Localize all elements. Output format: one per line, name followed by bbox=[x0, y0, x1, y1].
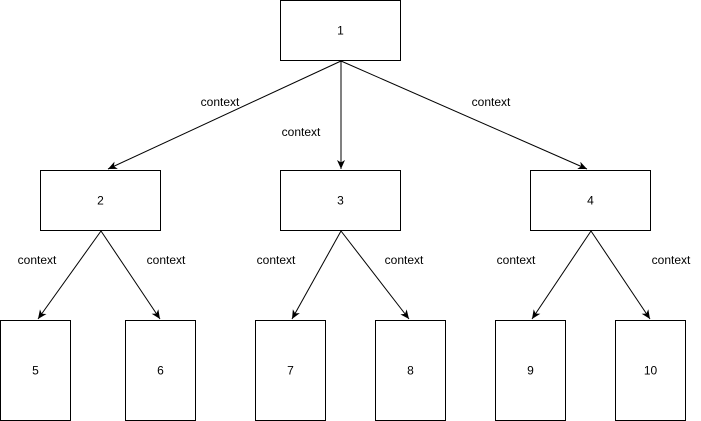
edge-label-3-7: context bbox=[257, 253, 296, 267]
edge-label-2-5: context bbox=[18, 253, 57, 267]
node-1-box bbox=[280, 0, 401, 61]
node-8-box bbox=[375, 320, 446, 421]
node-3: 3 bbox=[280, 170, 401, 231]
node-7: 7 bbox=[255, 320, 326, 421]
nodes: 1 2 3 4 5 6 7 8 bbox=[0, 0, 686, 421]
node-3-label: 3 bbox=[337, 194, 344, 208]
edge-4-9 bbox=[531, 230, 592, 320]
node-2-box bbox=[40, 170, 161, 231]
node-1: 1 bbox=[280, 0, 401, 61]
edge-label-2-6: context bbox=[147, 253, 186, 267]
node-9-label: 9 bbox=[527, 364, 534, 378]
edge-1-4 bbox=[340, 60, 588, 170]
node-10: 10 bbox=[615, 320, 686, 421]
node-2-label: 2 bbox=[97, 194, 104, 208]
node-8: 8 bbox=[375, 320, 446, 421]
edge-label-3-8: context bbox=[385, 253, 424, 267]
edge-label-4-9: context bbox=[497, 253, 536, 267]
node-8-label: 8 bbox=[407, 364, 414, 378]
node-5: 5 bbox=[0, 320, 71, 421]
node-6-label: 6 bbox=[157, 364, 164, 378]
node-10-box bbox=[615, 320, 686, 421]
node-7-label: 7 bbox=[287, 364, 294, 378]
edges bbox=[37, 60, 651, 320]
edge-1-2 bbox=[107, 60, 342, 170]
edge-label-1-3: context bbox=[282, 125, 321, 139]
edge-label-1-2: context bbox=[201, 95, 240, 109]
node-1-label: 1 bbox=[337, 24, 344, 38]
node-5-label: 5 bbox=[32, 364, 39, 378]
node-10-label: 10 bbox=[644, 364, 658, 378]
edge-labels: context context context context context … bbox=[18, 95, 691, 267]
edge-3-8 bbox=[340, 230, 410, 320]
node-7-box bbox=[255, 320, 326, 421]
node-4-box bbox=[530, 170, 651, 231]
node-5-box bbox=[0, 320, 71, 421]
edge-3-7 bbox=[291, 230, 342, 320]
edge-label-1-4: context bbox=[472, 95, 511, 109]
edge-2-6 bbox=[100, 230, 161, 320]
edge-2-5 bbox=[37, 230, 102, 320]
node-3-box bbox=[280, 170, 401, 231]
node-4-label: 4 bbox=[587, 194, 594, 208]
node-6-box bbox=[125, 320, 196, 421]
node-2: 2 bbox=[40, 170, 161, 231]
node-4: 4 bbox=[530, 170, 651, 231]
edge-label-4-10: context bbox=[652, 253, 691, 267]
edge-4-10 bbox=[590, 230, 651, 320]
node-6: 6 bbox=[125, 320, 196, 421]
node-9: 9 bbox=[495, 320, 566, 421]
node-9-box bbox=[495, 320, 566, 421]
